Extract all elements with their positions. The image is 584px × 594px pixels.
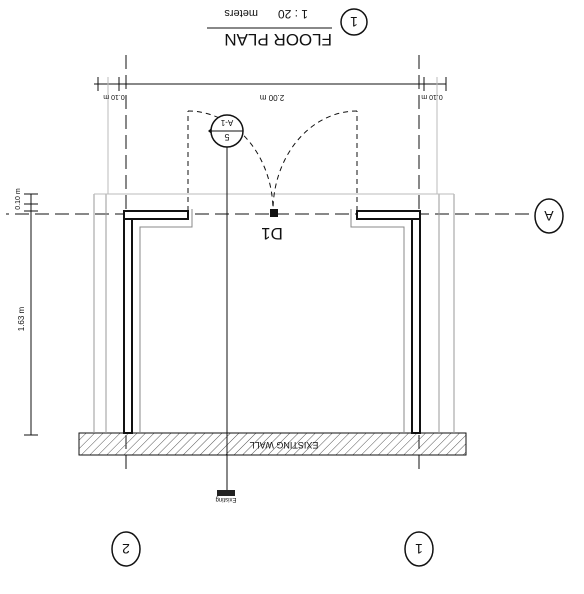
right-wall xyxy=(123,210,133,434)
left-wall xyxy=(411,210,421,434)
existing-wall-hatch xyxy=(78,432,467,456)
plan-title: FLOOR PLAN xyxy=(224,30,332,49)
section-marker: Existing 5 A-1 xyxy=(208,114,244,502)
section-number: 5 xyxy=(224,132,229,142)
door-swing-left xyxy=(272,110,358,212)
front-wall-right xyxy=(123,210,189,220)
title-block: 1 FLOOR PLAN 1 : 20 meters xyxy=(207,7,368,49)
dim-top-right-offset: 0.10 m xyxy=(421,93,443,100)
scale-units: meters xyxy=(224,7,258,19)
view-number-bubble xyxy=(340,8,368,36)
inner-finish-left xyxy=(350,209,405,433)
dimension-string-horizontal: 0.10 m 2.00 m 0.10 m xyxy=(94,77,447,194)
grid-lines xyxy=(6,49,549,469)
small-tag-box xyxy=(217,490,235,496)
section-sheet: A-1 xyxy=(220,118,233,127)
grid-bubbles: 1 2 A xyxy=(111,198,564,567)
scale-text: 1 : 20 xyxy=(278,7,308,21)
front-wall-left xyxy=(356,210,421,220)
grid-bubble-1-label: 1 xyxy=(415,541,423,557)
small-tag-label: Existing xyxy=(215,496,236,502)
grid-bubble-a-label: A xyxy=(544,208,554,224)
dim-right-span: 1.63 m xyxy=(17,306,26,331)
door-d1: D1 xyxy=(187,110,358,243)
door-tag: D1 xyxy=(261,224,283,243)
door-center-mark xyxy=(270,209,278,217)
dim-right-offset: 0.10 m xyxy=(15,188,22,210)
dim-top-span: 2.00 m xyxy=(259,93,284,102)
dim-top-left-offset: 0.10 m xyxy=(103,93,125,100)
inner-finish-right xyxy=(139,209,193,433)
grid-bubble-2 xyxy=(111,531,141,567)
grid-bubble-1 xyxy=(404,531,434,567)
grid-bubble-2-label: 2 xyxy=(122,541,130,557)
existing-wall-label: EXISTING WALL xyxy=(250,440,319,450)
view-number: 1 xyxy=(350,14,358,30)
grid-bubble-a xyxy=(534,198,564,234)
rotated-plan-group: 1 FLOOR PLAN 1 : 20 meters 1 2 A EXISTIN… xyxy=(6,7,564,567)
existing-wall: EXISTING WALL xyxy=(78,432,467,456)
dimension-string-vertical: 1.63 m 0.10 m xyxy=(15,188,38,436)
